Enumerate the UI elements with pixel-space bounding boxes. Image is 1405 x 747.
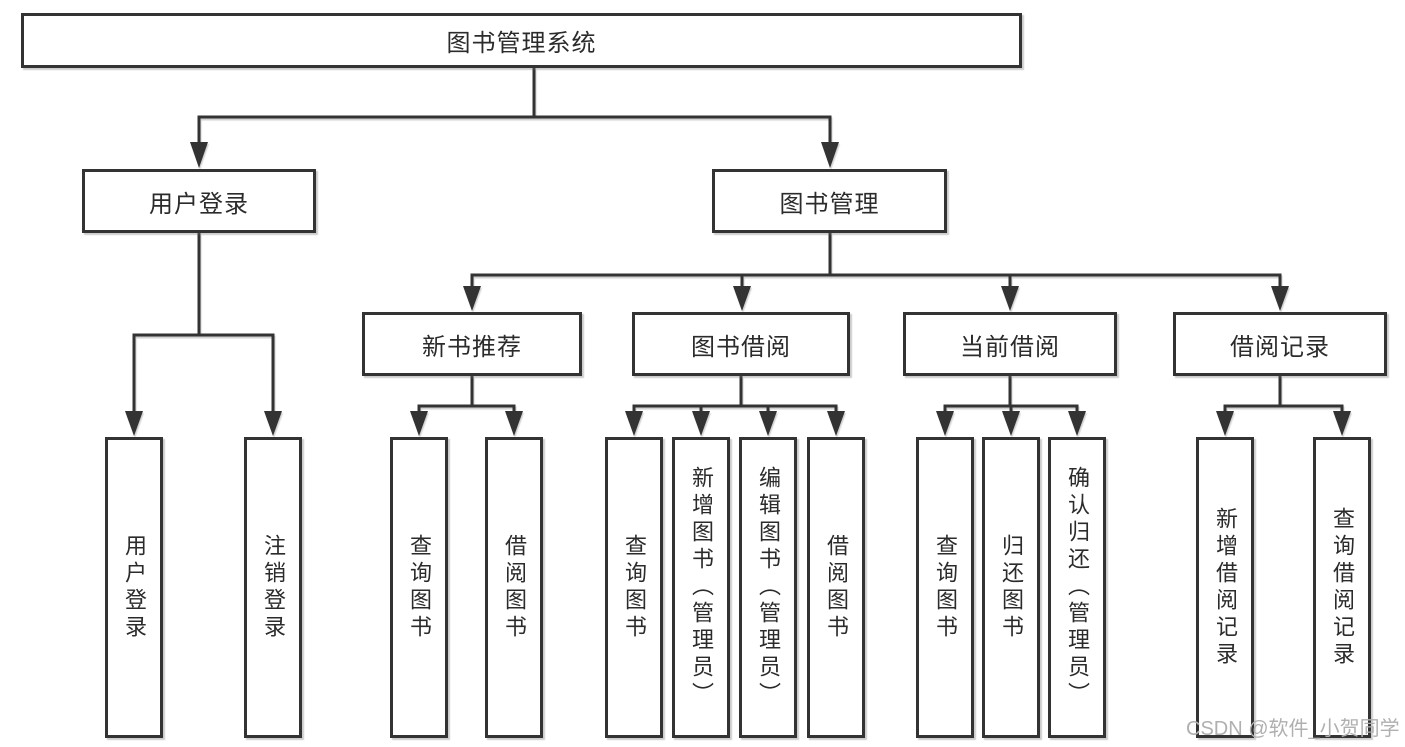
leaf-return-books: 归还图书 bbox=[982, 437, 1040, 738]
leaf-query-books-2: 查询图书 bbox=[605, 437, 663, 738]
node-user-login: 用户登录 bbox=[82, 169, 316, 233]
leaf-query-books-3: 查询图书 bbox=[916, 437, 974, 738]
leaf-borrow-books-1: 借阅图书 bbox=[485, 437, 543, 738]
leaf-add-book-admin: 新增图书（管理员） bbox=[672, 437, 730, 738]
node-borrowing-records: 借阅记录 bbox=[1173, 312, 1387, 376]
leaf-logout: 注销登录 bbox=[244, 437, 302, 738]
node-book-management: 图书管理 bbox=[712, 169, 947, 233]
node-book-borrowing: 图书借阅 bbox=[632, 312, 850, 376]
leaf-edit-book-admin: 编辑图书（管理员） bbox=[739, 437, 797, 738]
leaf-borrow-books-2: 借阅图书 bbox=[807, 437, 865, 738]
node-new-book-recommend: 新书推荐 bbox=[362, 312, 582, 376]
csdn-watermark: CSDN @软件_小贺同学 bbox=[1186, 718, 1400, 740]
leaf-add-borrow-record: 新增借阅记录 bbox=[1196, 437, 1254, 738]
node-current-borrowing: 当前借阅 bbox=[903, 312, 1117, 376]
node-root: 图书管理系统 bbox=[21, 13, 1022, 68]
leaf-query-books-1: 查询图书 bbox=[390, 437, 448, 738]
leaf-confirm-return-admin: 确认归还（管理员） bbox=[1048, 437, 1106, 738]
leaf-user-login: 用户登录 bbox=[105, 437, 163, 738]
leaf-query-borrow-record: 查询借阅记录 bbox=[1313, 437, 1371, 738]
